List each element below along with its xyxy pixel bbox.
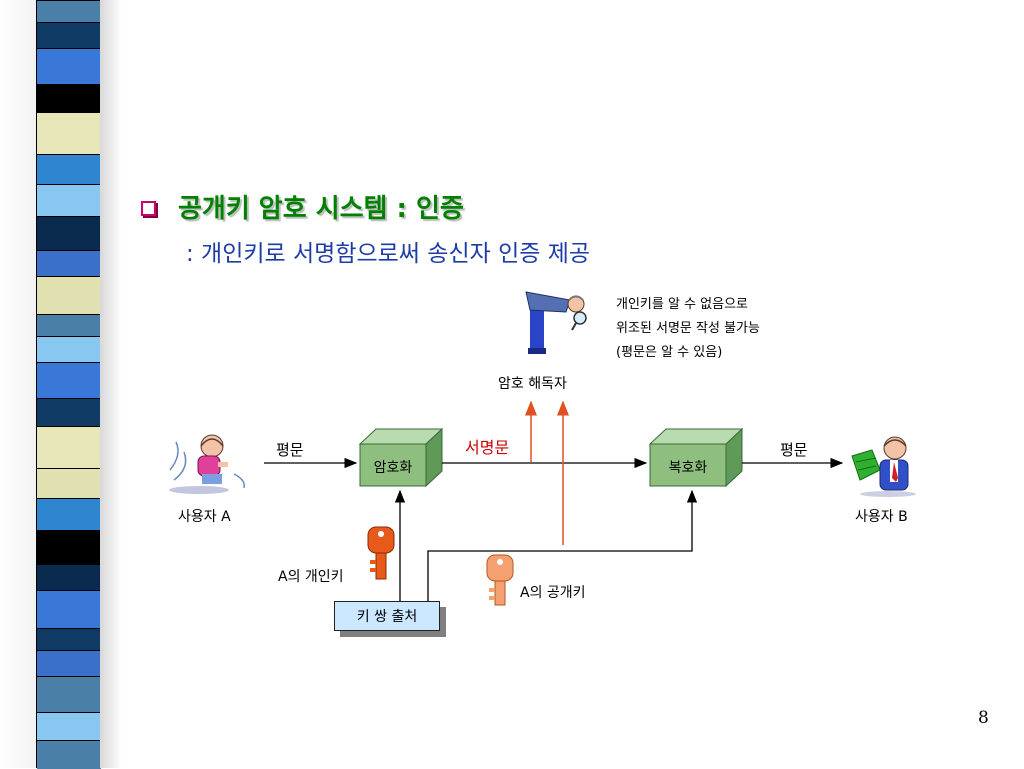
user-a-label: 사용자 A — [178, 509, 231, 525]
stripe-segment — [37, 468, 101, 499]
stripe-segment — [37, 398, 101, 427]
stripe-segment — [37, 426, 101, 469]
stripe-segment — [37, 498, 101, 531]
page-number: 8 — [978, 708, 989, 728]
public-key-label: A의 공개키 — [520, 585, 586, 601]
stripe-segment — [37, 0, 101, 23]
arrow-public-key-to-decrypt — [427, 489, 698, 601]
stripe-segment — [37, 216, 101, 251]
user-b-label: 사용자 B — [855, 509, 908, 525]
signed-text-label: 서명문 — [465, 438, 510, 457]
stripe-segment — [37, 740, 101, 769]
encrypt-box-label: 암호화 — [373, 460, 413, 476]
stripe-segment — [37, 628, 101, 651]
plaintext-left-label: 평문 — [276, 441, 304, 459]
stripe-segment — [37, 48, 101, 85]
cryptanalyst-note-line-1: 개인키를 알 수 없음으로 — [616, 297, 748, 312]
stripe-segment — [37, 530, 101, 565]
stripe-segment — [37, 84, 101, 113]
stripe-segment — [37, 362, 101, 399]
public-key-icon — [486, 554, 514, 606]
decrypt-box-label: 복호화 — [668, 460, 708, 476]
slide-subtitle: : 개인키로 서명함으로써 송신자 인증 제공 — [186, 241, 591, 267]
decrypt-box — [648, 427, 744, 488]
stripe-segment — [37, 676, 101, 713]
stripe-segment — [37, 250, 101, 277]
cryptanalyst-note-line-2: 위조된 서명문 작성 불가능 — [616, 321, 760, 336]
bullet-square-icon — [141, 201, 156, 216]
stripe-segment — [37, 712, 101, 741]
cryptanalyst-figure — [525, 291, 587, 354]
key-pair-source-box: 키 쌍 출처 — [334, 601, 440, 631]
cryptanalyst-label: 암호 해독자 — [498, 376, 567, 392]
stripe-segment — [37, 314, 101, 337]
stripe-shadow — [100, 0, 122, 768]
stripe-segment — [37, 112, 101, 155]
stripe-segment — [37, 590, 101, 629]
left-gradient — [0, 0, 36, 768]
stripe-segment — [37, 184, 101, 217]
slide-title: 공개키 암호 시스템 : 인증 — [178, 194, 464, 224]
stripe-segment — [37, 336, 101, 363]
cryptanalyst-note-line-3: (평문은 알 수 있음) — [616, 345, 723, 360]
stripe-segment — [37, 22, 101, 49]
decorative-stripe-bar — [36, 0, 102, 769]
private-key-label: A의 개인키 — [278, 569, 344, 585]
encrypt-box — [358, 427, 444, 488]
private-key-icon — [367, 526, 395, 580]
user-b-figure — [851, 436, 916, 497]
key-pair-source-label: 키 쌍 출처 — [356, 609, 418, 625]
stripe-segment — [37, 276, 101, 315]
stripe-segment — [37, 564, 101, 591]
stripe-segment — [37, 154, 101, 185]
plaintext-right-label: 평문 — [780, 441, 808, 459]
user-a-figure — [169, 434, 246, 494]
stripe-segment — [37, 650, 101, 677]
